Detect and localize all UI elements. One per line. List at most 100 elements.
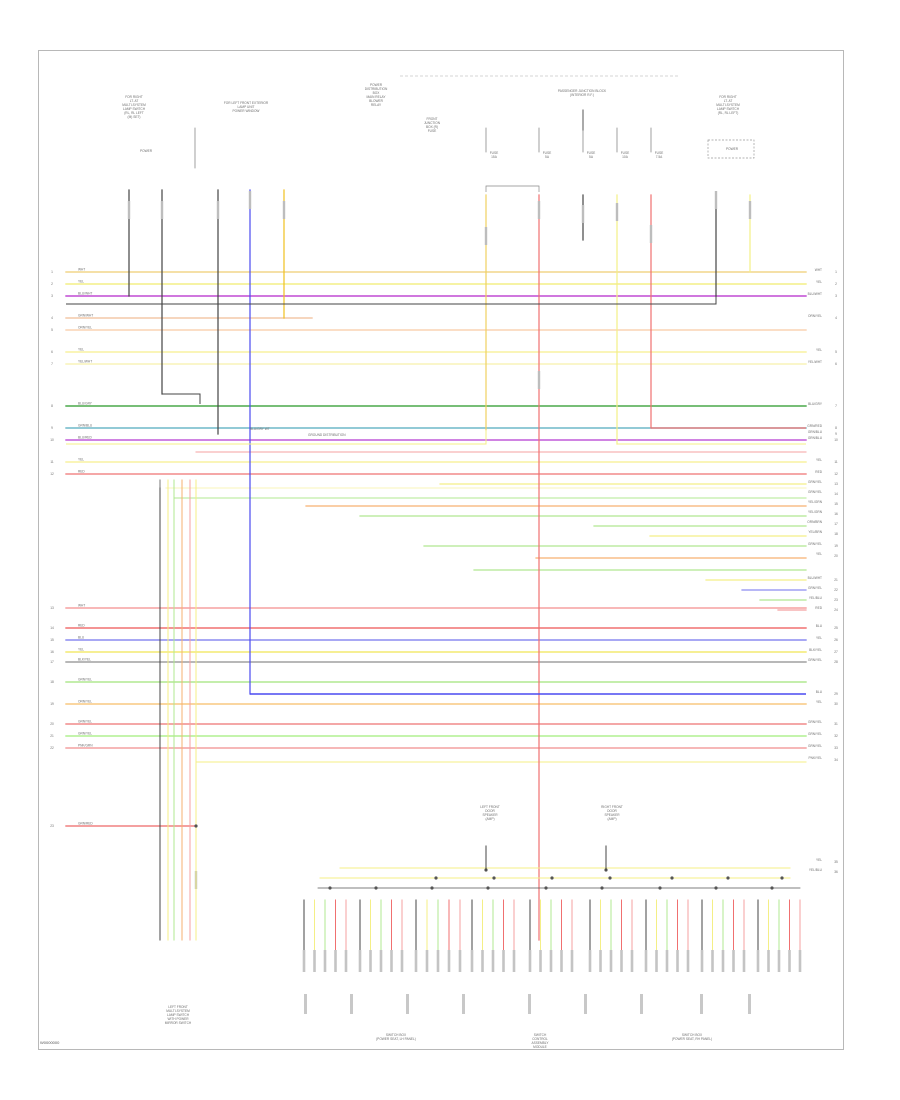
- connector-pin: [484, 227, 488, 245]
- pin-number: 16: [50, 650, 54, 654]
- right-pin-number: 33: [834, 746, 838, 750]
- pin-number: 18: [50, 680, 54, 684]
- pin-number: 15: [50, 638, 54, 642]
- right-wire-label: YEL/BRN: [808, 530, 822, 534]
- right-pin-number: 6: [835, 362, 837, 366]
- right-wire-label: YEL/BLU: [809, 868, 823, 872]
- module-pin: [742, 950, 746, 972]
- splice-dot: [600, 886, 604, 890]
- module-pin: [458, 950, 462, 972]
- right-pin-number: 18: [834, 532, 838, 536]
- module-pin: [767, 950, 770, 972]
- wire-color-label: GRN/YEL: [78, 720, 92, 724]
- right-pin-number: 19: [834, 544, 838, 548]
- module-pin: [481, 950, 484, 972]
- pin-number: 9: [51, 426, 53, 430]
- right-pin-number: 23: [834, 598, 838, 602]
- wire-color-label: ORN/YEL: [78, 700, 92, 704]
- pin-number: 10: [50, 438, 54, 442]
- pin-number: 20: [50, 722, 54, 726]
- module-pin: [491, 950, 495, 972]
- right-wire-label: YEL/BLU: [809, 596, 823, 600]
- module-pin: [665, 950, 669, 972]
- right-pin-number: 32: [834, 734, 838, 738]
- module-pin: [344, 950, 348, 972]
- right-pin-number: 11: [834, 460, 838, 464]
- ground-stub: [304, 994, 307, 1014]
- right-pin-number: 14: [834, 492, 838, 496]
- module-pin: [539, 950, 542, 972]
- wire-color-label: YEL: [78, 280, 84, 284]
- right-wire-label: GRN/YEL: [808, 732, 822, 736]
- wire: [66, 296, 717, 305]
- module-pin: [323, 950, 327, 972]
- wire-color-label: BLU/WHT: [78, 292, 92, 296]
- module-pin: [358, 950, 362, 972]
- right-pin-number: 12: [834, 472, 838, 476]
- right-pin-number: 34: [834, 758, 838, 762]
- module-pin: [436, 950, 440, 972]
- splice-dot: [430, 886, 434, 890]
- module-pin: [447, 950, 451, 972]
- right-pin-number: 20: [834, 554, 838, 558]
- ground-stub: [748, 994, 751, 1014]
- component-label: SWITCH BOX(POWER SEAT, LH PANEL): [376, 1033, 416, 1041]
- connector-pin: [615, 203, 619, 221]
- right-wire-label: ORN/YEL: [808, 314, 822, 318]
- splice-dot: [194, 824, 198, 828]
- right-pin-number: 29: [834, 692, 838, 696]
- module-pin: [588, 950, 592, 972]
- right-wire-label: BLU/WHT: [808, 292, 822, 296]
- right-wire-label: RED: [815, 470, 822, 474]
- module-pin: [334, 950, 337, 972]
- pin-number: 14: [50, 626, 54, 630]
- wire: [66, 430, 487, 445]
- pin-number: 17: [50, 660, 54, 664]
- wire-color-label: PNK/GRN: [78, 744, 93, 748]
- module-pin: [502, 950, 505, 972]
- splice-dot: [714, 886, 718, 890]
- right-wire-label: GRN/BLU: [808, 430, 823, 434]
- component-outline: [707, 139, 755, 159]
- pin-number: 21: [50, 734, 54, 738]
- pin-number: 23: [50, 824, 54, 828]
- connector-pin: [282, 201, 286, 219]
- splice-dot: [770, 886, 774, 890]
- wire-color-label: BLU: [78, 636, 85, 640]
- module-pin: [400, 950, 404, 972]
- connector-pin: [714, 191, 718, 209]
- right-wire-label: YEL: [816, 552, 822, 556]
- wire-color-label: BLU/RED: [78, 436, 93, 440]
- component-label: SWITCH BOX(POWER SEAT, RH PANEL): [672, 1033, 712, 1041]
- pin-number: 1: [51, 270, 53, 274]
- connector-pin: [160, 201, 164, 219]
- module-pin: [777, 950, 781, 972]
- ground-label: GROUND DISTRIBUTION: [308, 433, 346, 437]
- component-sub-label: POWER: [726, 147, 739, 151]
- module-pin: [630, 950, 634, 972]
- right-wire-label: YEL/GRN: [808, 510, 823, 514]
- connector-pin: [248, 191, 252, 209]
- pin-number: 11: [50, 460, 54, 464]
- right-pin-number: 24: [834, 608, 838, 612]
- right-wire-label: YEL: [816, 348, 822, 352]
- right-pin-number: 2: [835, 282, 837, 286]
- wire-color-label: BLK/YEL: [78, 658, 91, 662]
- pin-number: 7: [51, 362, 53, 366]
- connector-pin: [748, 201, 752, 219]
- right-pin-number: 10: [834, 438, 838, 442]
- page-code: W0000000: [40, 1040, 60, 1045]
- diagram-frame: [38, 50, 844, 1050]
- splice-dot: [434, 876, 438, 880]
- module-pin: [512, 950, 516, 972]
- component-label: PASSENGER JUNCTION BLOCK(INTERIOR R.F.): [558, 89, 607, 97]
- pin-number: 3: [51, 294, 53, 298]
